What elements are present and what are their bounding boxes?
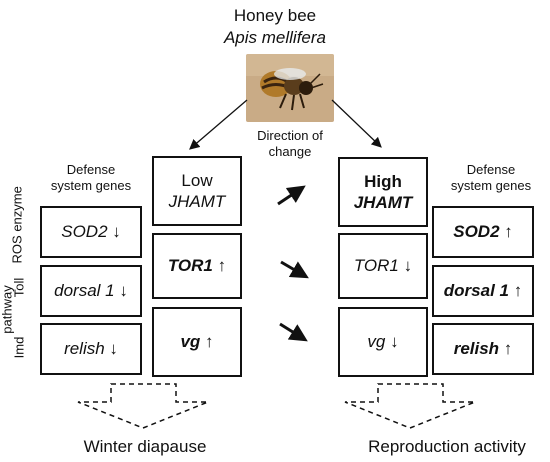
- left-jhamt-box: Low JHAMT: [152, 156, 242, 226]
- arrow-jhamt-up: [277, 185, 306, 206]
- right-defense-label: Defense system genes: [450, 162, 532, 193]
- reproduction-activity-label: Reproduction activity: [368, 437, 526, 456]
- right-tor1-box: TOR1 ↓: [338, 233, 428, 299]
- right-jhamt-level: High: [364, 171, 402, 191]
- right-dorsal-box: dorsal 1 ↑: [432, 265, 534, 317]
- right-sod2-box: SOD2 ↑: [432, 206, 534, 258]
- arrow-tor1-down: [280, 260, 309, 279]
- right-jhamt-gene: JHAMT: [353, 193, 413, 212]
- left-vg-box: vg ↑: [152, 307, 242, 377]
- left-defense-label: Defense system genes: [50, 162, 132, 193]
- pathway-label: pathway: [0, 285, 15, 334]
- arrow-to-winter: [189, 99, 248, 150]
- common-name: Honey bee: [233, 6, 317, 25]
- left-jhamt-level: Low: [181, 170, 213, 190]
- arrow-to-reproduction: [331, 99, 382, 148]
- left-tor1-box: TOR1 ↑: [152, 233, 242, 299]
- left-relish-box: relish ↓: [40, 323, 142, 375]
- arrow-vg-down: [279, 322, 308, 342]
- species-name: Apis mellifera: [223, 28, 327, 47]
- ros-enzyme-label: ROS enzyme: [9, 186, 25, 264]
- direction-of-change-label: Direction of change: [257, 128, 323, 159]
- right-relish-box: relish ↑: [432, 323, 534, 375]
- dashed-arrow-reproduction: [344, 383, 476, 429]
- dashed-arrow-winter: [77, 383, 209, 429]
- right-vg-box: vg ↓: [338, 307, 428, 377]
- left-sod2-box: SOD2 ↓: [40, 206, 142, 258]
- right-jhamt-box: High JHAMT: [338, 157, 428, 227]
- left-dorsal-box: dorsal 1 ↓: [40, 265, 142, 317]
- winter-diapause-label: Winter diapause: [83, 437, 207, 456]
- left-jhamt-gene: JHAMT: [168, 192, 226, 211]
- honey-bee-photo: [246, 54, 334, 122]
